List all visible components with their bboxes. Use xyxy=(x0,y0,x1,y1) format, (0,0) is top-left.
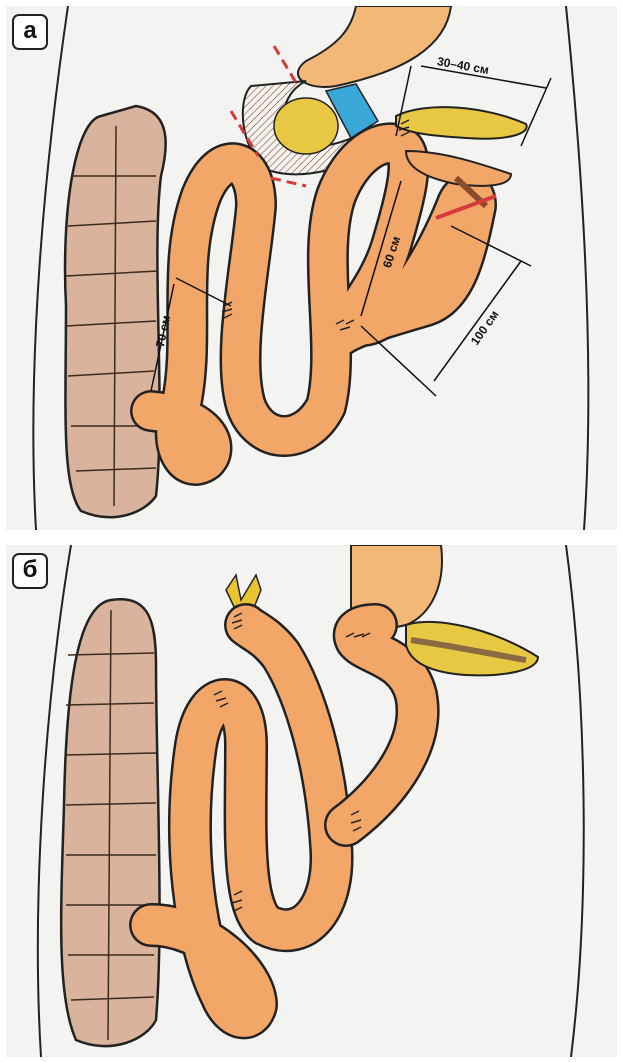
small-bowel-a xyxy=(151,143,476,464)
panel-a: 30–40 см 60 см 100 см 70 см а xyxy=(6,6,617,530)
small-bowel-b xyxy=(151,625,418,1017)
panel-label-b: б xyxy=(12,553,48,589)
colon-a xyxy=(65,106,166,517)
stomach-a xyxy=(298,6,451,87)
diagram-b xyxy=(6,545,617,1057)
body-outline-right xyxy=(566,6,588,530)
colon-b xyxy=(61,599,159,1046)
diagram-a: 30–40 см 60 см 100 см 70 см xyxy=(6,6,617,530)
body-outline-right-b xyxy=(566,545,584,1057)
panel-label-a: а xyxy=(12,14,48,50)
body-outline-left xyxy=(33,6,68,530)
panel-b: б xyxy=(6,545,617,1057)
pancreas-head-a xyxy=(274,98,338,154)
